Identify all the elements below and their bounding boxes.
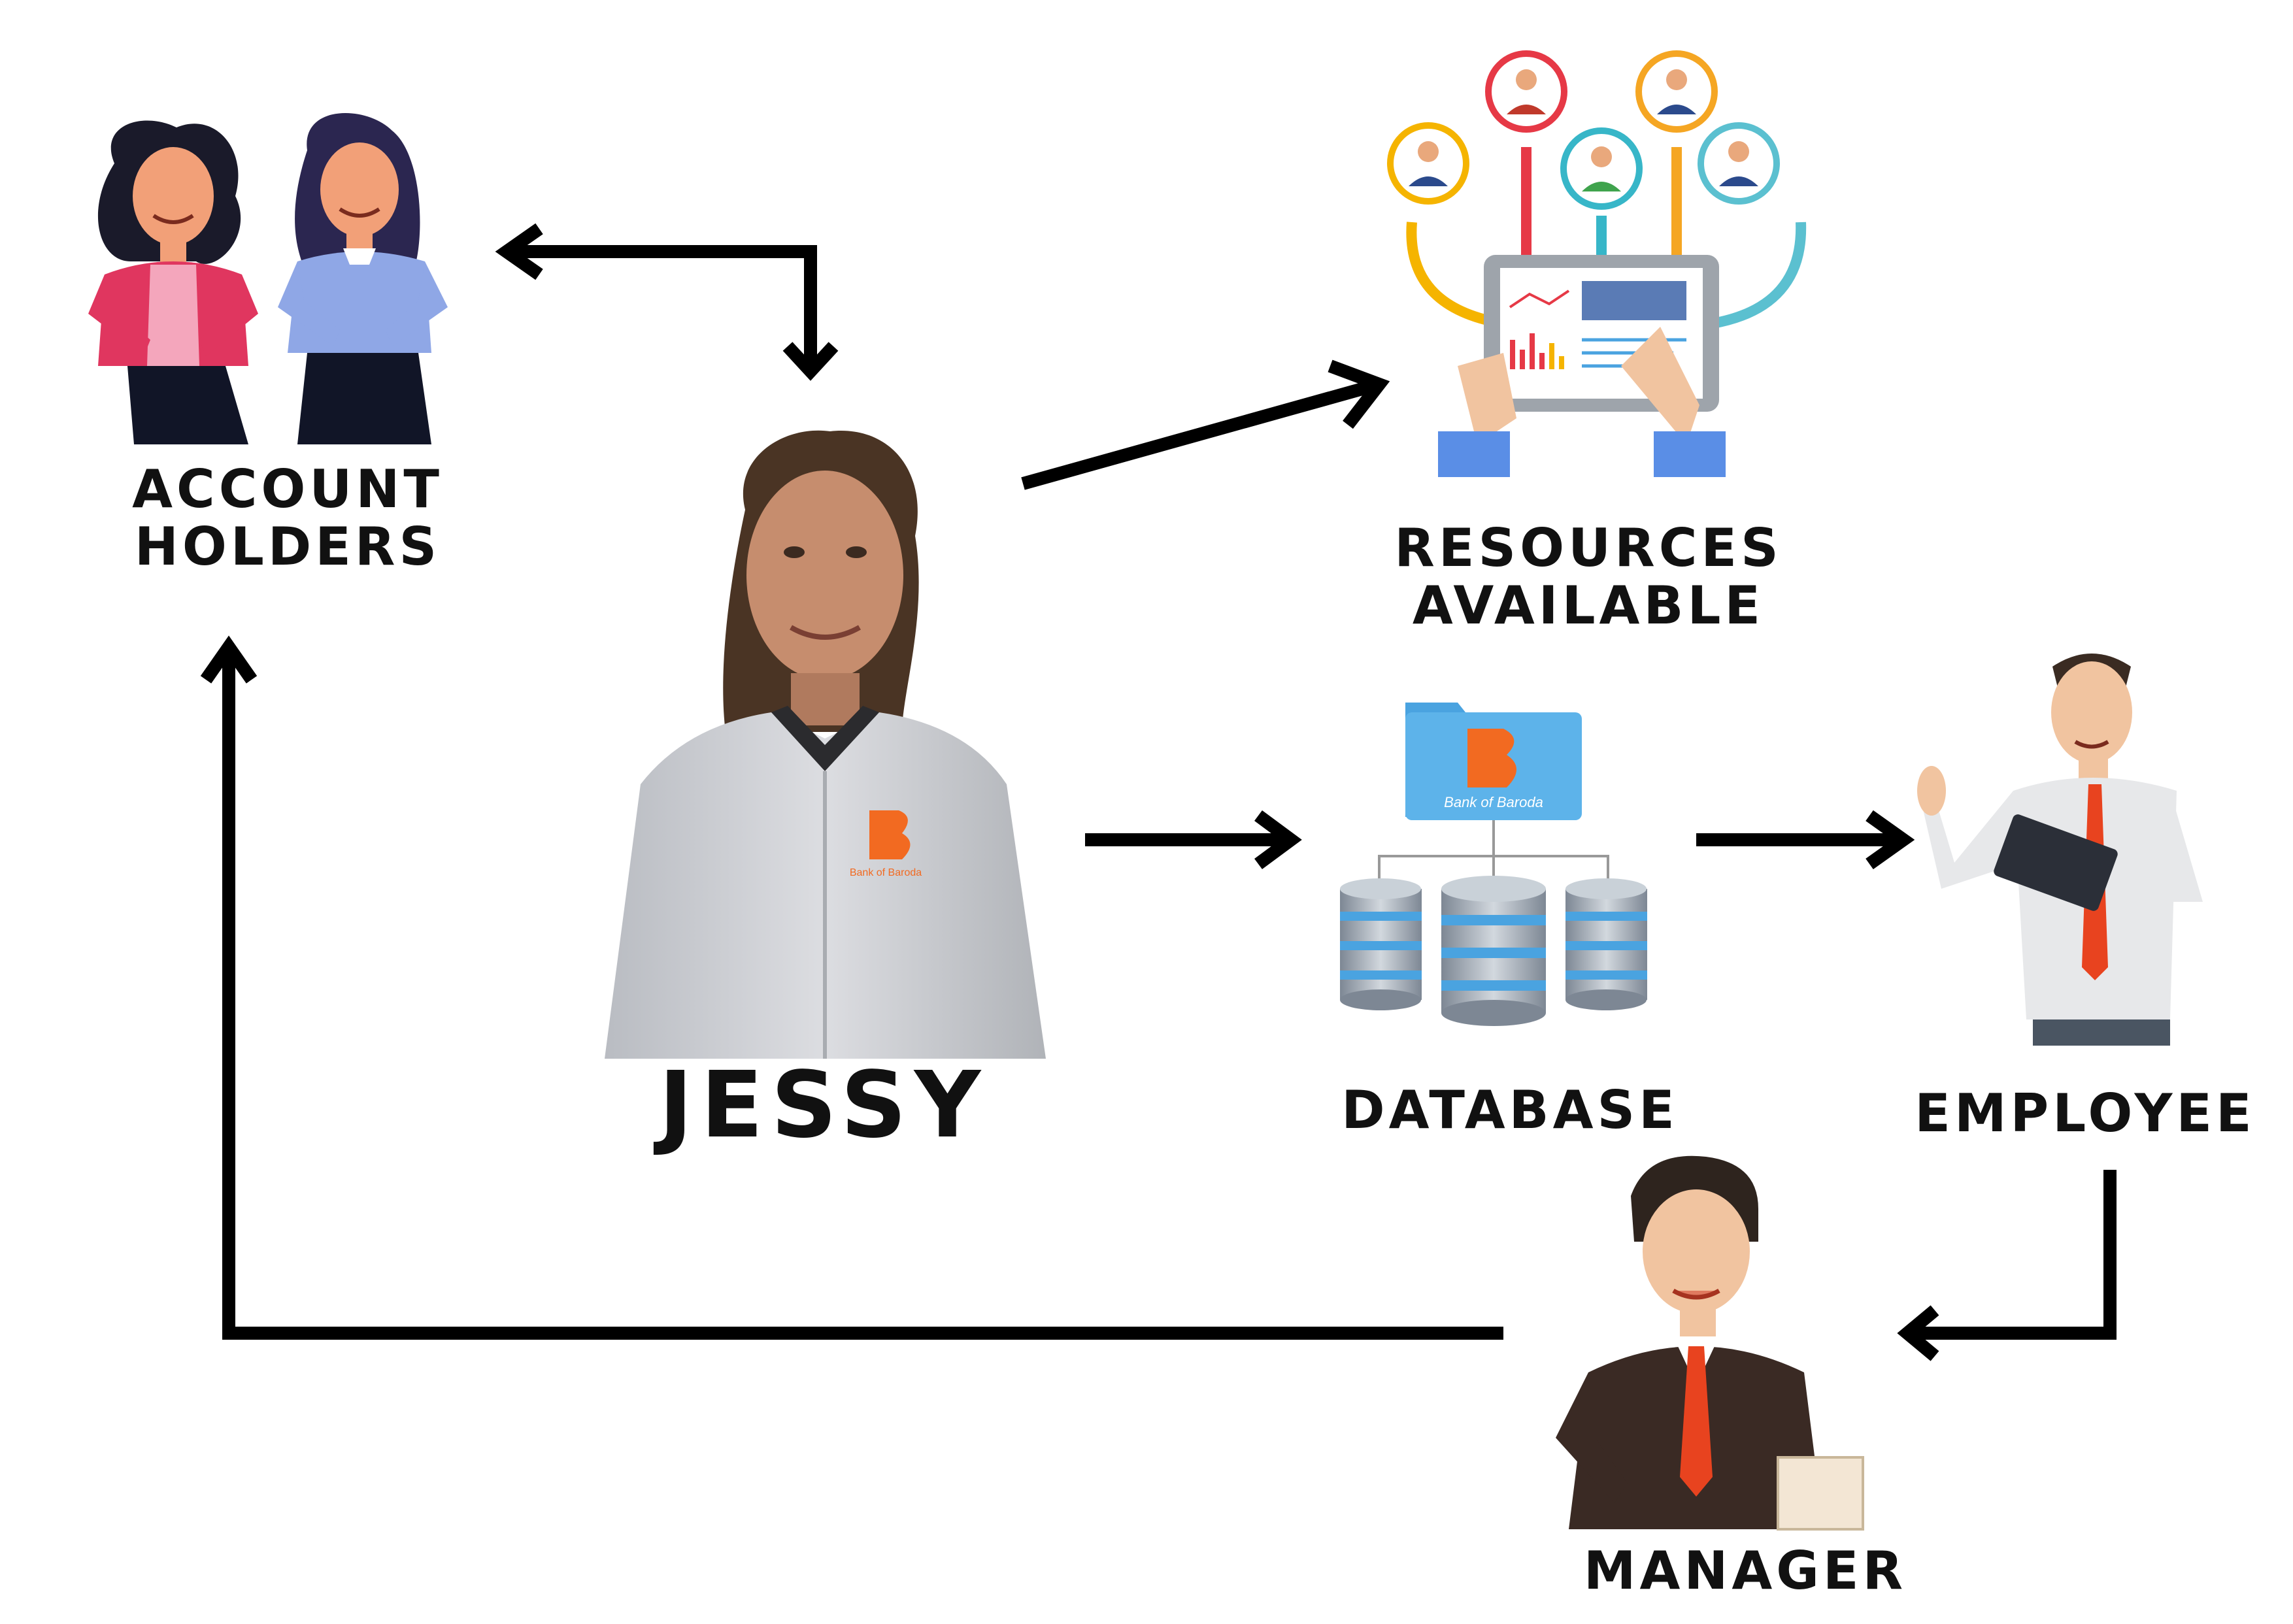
database-label: DATABASE [1341,1080,1679,1140]
account-holders-label-line2: HOLDERS [134,516,441,577]
employee-label: EMPLOYEE [1915,1083,2256,1144]
employee-illustration [1917,654,2203,1046]
shirt-logo-text: Bank of Baroda [850,867,922,878]
account-holders-illustration [88,112,448,444]
resource-person-icons [1387,50,1780,210]
arrow-jessy-to-database [1085,810,1302,870]
hands [1438,327,1726,477]
arrow-database-to-employee [1696,810,1915,870]
arrow-account-to-jessy [495,223,839,381]
folder-logo-text: Bank of Baroda [1444,794,1543,810]
resources-label-line2: AVAILABLE [1412,575,1765,636]
resources-label-line1: RESOURCES [1394,518,1783,578]
database-cylinder-center [1441,876,1546,1026]
jessy-avatar: Bank of Baroda [605,430,1046,1059]
database-illustration: Bank of Baroda [1340,703,1647,1026]
manager-illustration [1556,1155,1864,1531]
woman-1-figure [88,120,258,444]
arrow-employee-to-manager [1897,1170,2117,1361]
shirt-bank-logo: Bank of Baroda [850,810,922,878]
folder-icon: Bank of Baroda [1405,703,1582,820]
account-holders-label: ACCOUNT HOLDERS [78,461,497,576]
resource-arrows [1406,147,1807,329]
woman-2-figure [278,112,448,444]
resources-illustration [1387,50,1807,477]
resources-label: RESOURCES AVAILABLE [1347,520,1830,635]
jessy-label: JESSY [658,1052,989,1159]
arrow-jessy-to-resources [1021,359,1390,490]
database-cylinder-left [1340,878,1422,1010]
manager-label: MANAGER [1583,1540,1907,1601]
arrow-manager-to-account [200,635,1503,1340]
account-holders-label-line1: ACCOUNT [132,459,443,520]
database-cylinder-right [1565,878,1647,1010]
